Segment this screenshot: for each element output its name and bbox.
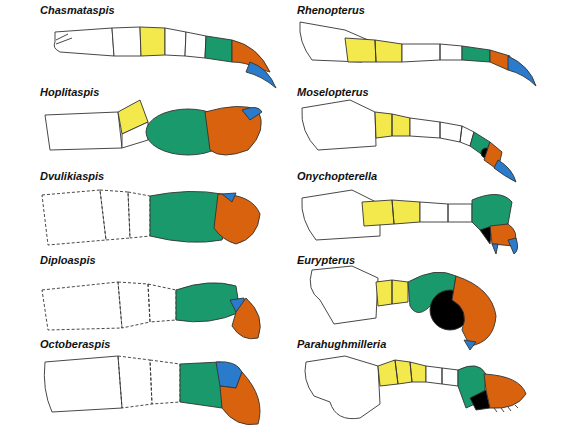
genus-label: Parahughmilleria (297, 338, 386, 350)
genus-label: Dvulikiaspis (40, 170, 104, 182)
genus-label: Onychopterella (297, 170, 377, 182)
genus-label: Diploaspis (40, 254, 96, 266)
genus-label: Chasmataspis (40, 4, 115, 16)
genus-label: Hoplitaspis (40, 86, 99, 98)
genus-label: Rhenopterus (297, 4, 365, 16)
genus-label: Eurypterus (297, 254, 355, 266)
genus-label: Moselopterus (297, 86, 369, 98)
genus-label: Octoberaspis (40, 338, 110, 350)
